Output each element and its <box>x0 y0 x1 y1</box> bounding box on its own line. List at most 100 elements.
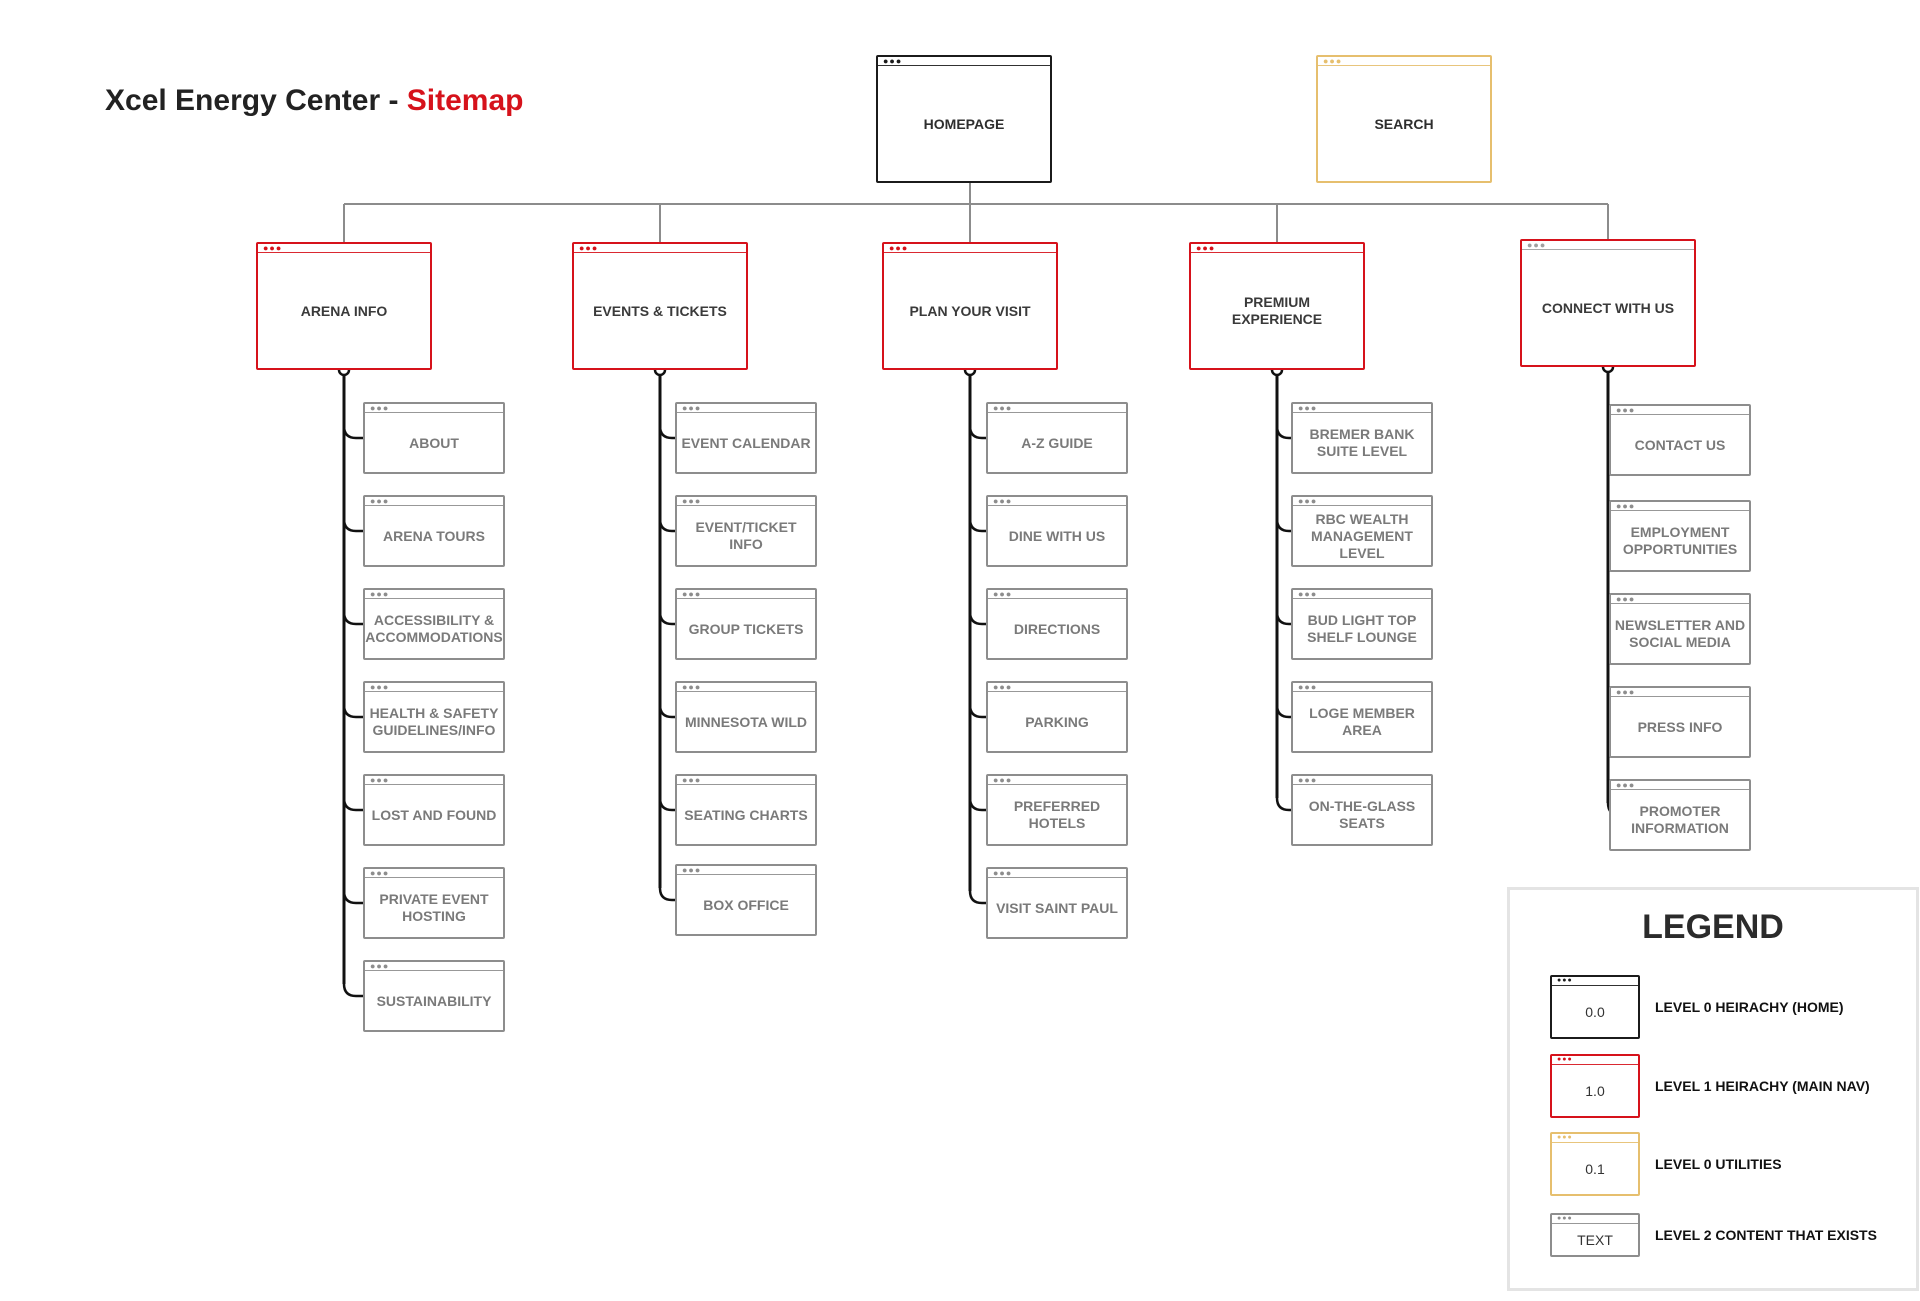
window-dots-icon: ●●● <box>1323 56 1343 66</box>
page-node[interactable]: ●●●ARENA TOURS <box>363 495 505 567</box>
page-node[interactable]: ●●●PRESS INFO <box>1609 686 1751 758</box>
page-node[interactable]: ●●●NEWSLETTER AND SOCIAL MEDIA <box>1609 593 1751 665</box>
title-bar <box>1293 505 1431 506</box>
window-dots-icon: ●●● <box>1557 1056 1573 1063</box>
page-node[interactable]: ●●●DIRECTIONS <box>986 588 1128 660</box>
page-title: Xcel Energy Center - Sitemap <box>105 84 524 118</box>
page-node-label: HEALTH & SAFETY GUIDELINES/INFO <box>369 705 499 738</box>
title-bar <box>1611 414 1749 415</box>
page-node[interactable]: ●●●ABOUT <box>363 402 505 474</box>
nav-node-5-label: CONNECT WITH US <box>1541 299 1675 316</box>
page-node-label: DINE WITH US <box>1008 527 1106 544</box>
page-node[interactable]: ●●●GROUP TICKETS <box>675 588 817 660</box>
title-bar <box>1293 784 1431 785</box>
legend-swatch-label: 0.1 <box>1585 1160 1605 1177</box>
page-node-label: VISIT SAINT PAUL <box>996 899 1118 916</box>
window-dots-icon: ●●● <box>993 775 1013 785</box>
page-node[interactable]: ●●●EVENT CALENDAR <box>675 402 817 474</box>
branch-connector <box>968 518 986 533</box>
page-node-label: SEATING CHARTS <box>684 806 808 823</box>
page-node[interactable]: ●●●PRIVATE EVENT HOSTING <box>363 867 505 939</box>
title-bar <box>1552 1142 1638 1143</box>
title-bar <box>677 598 815 599</box>
window-dots-icon: ●●● <box>370 961 390 971</box>
title-bar <box>258 252 430 253</box>
page-node[interactable]: ●●●LOST AND FOUND <box>363 774 505 846</box>
window-dots-icon: ●●● <box>1196 243 1216 253</box>
legend-text-2: LEVEL 1 HEIRACHY (MAIN NAV) <box>1655 1078 1870 1094</box>
title-bar <box>1293 691 1431 692</box>
page-node[interactable]: ●●●LOGE MEMBER AREA <box>1291 681 1433 753</box>
nav-node-5[interactable]: ●●● CONNECT WITH US <box>1520 239 1696 367</box>
branch-connector <box>1275 797 1291 812</box>
page-node-label: ARENA TOURS <box>383 527 485 544</box>
search-node[interactable]: ●●● SEARCH <box>1316 55 1492 183</box>
window-dots-icon: ●●● <box>1527 240 1547 250</box>
page-node[interactable]: ●●●EVENT/TICKET INFO <box>675 495 817 567</box>
window-dots-icon: ●●● <box>1616 501 1636 511</box>
title-bar <box>677 412 815 413</box>
page-node[interactable]: ●●●BREMER BANK SUITE LEVEL <box>1291 402 1433 474</box>
window-dots-icon: ●●● <box>883 56 903 66</box>
page-node[interactable]: ●●● DINE WITH US <box>986 495 1128 567</box>
page-node[interactable]: ●●●PARKING <box>986 681 1128 753</box>
title-bar <box>878 65 1050 66</box>
page-node[interactable]: ●●● SEATING CHARTS <box>675 774 817 846</box>
page-node[interactable]: ●●●ACCESSIBILITY & ACCOMMODATIONS <box>363 588 505 660</box>
page-node-label: LOGE MEMBER AREA <box>1309 705 1415 738</box>
branch-connector <box>968 611 986 626</box>
legend-title: LEGEND <box>1642 908 1784 946</box>
page-node[interactable]: ●●●BOX OFFICE <box>675 864 817 936</box>
page-node[interactable]: ●●●CONTACT US <box>1609 404 1751 476</box>
page-node[interactable]: ●●●PROMOTER INFORMATION <box>1609 779 1751 851</box>
window-dots-icon: ●●● <box>682 865 702 875</box>
page-node-label: BUD LIGHT TOP SHELF LOUNGE <box>1307 612 1417 645</box>
window-dots-icon: ●●● <box>1557 1215 1573 1222</box>
page-node[interactable]: ●●●HEALTH & SAFETY GUIDELINES/INFO <box>363 681 505 753</box>
page-node[interactable]: ●●●VISIT SAINT PAUL <box>986 867 1128 939</box>
title-bar <box>677 505 815 506</box>
title-bar <box>1611 789 1749 790</box>
nav-node-4[interactable]: ●●● PREMIUM EXPERIENCE <box>1189 242 1365 370</box>
title-bar <box>988 691 1126 692</box>
title-bar <box>365 877 503 878</box>
page-node-label: SUSTAINABILITY <box>376 992 492 1009</box>
title-bar <box>988 784 1126 785</box>
window-dots-icon: ●●● <box>1616 405 1636 415</box>
page-node[interactable]: ●●●ON-THE-GLASS SEATS <box>1291 774 1433 846</box>
title-bar <box>1552 985 1638 986</box>
window-dots-icon: ●●● <box>682 775 702 785</box>
nav-node-4-label: PREMIUM EXPERIENCE <box>1231 294 1323 327</box>
branch-connector <box>658 704 675 719</box>
window-dots-icon: ●●● <box>1557 977 1573 984</box>
nav-node-2[interactable]: ●●●EVENTS & TICKETS <box>572 242 748 370</box>
window-dots-icon: ●●● <box>993 682 1013 692</box>
window-dots-icon: ●●● <box>993 496 1013 506</box>
page-node-label: PRIVATE EVENT HOSTING <box>379 891 489 924</box>
page-node-label: ON-THE-GLASS SEATS <box>1308 798 1416 831</box>
branch-connector <box>658 425 675 440</box>
page-node[interactable]: ●●●EMPLOYMENT OPPORTUNITIES <box>1609 500 1751 572</box>
window-dots-icon: ●●● <box>993 589 1013 599</box>
nav-node-3[interactable]: ●●●PLAN YOUR VISIT <box>882 242 1058 370</box>
branch-connector <box>1275 704 1291 719</box>
window-dots-icon: ●●● <box>370 589 390 599</box>
page-node[interactable]: ●●● SUSTAINABILITY <box>363 960 505 1032</box>
homepage-node[interactable]: ●●● HOMEPAGE <box>876 55 1052 183</box>
title-bar <box>1293 598 1431 599</box>
branch-connector <box>968 425 986 440</box>
nav-node-1[interactable]: ●●●ARENA INFO <box>256 242 432 370</box>
title-bar <box>1552 1223 1638 1224</box>
page-node[interactable]: ●●●PREFERRED HOTELS <box>986 774 1128 846</box>
title-bar <box>1611 603 1749 604</box>
page-node[interactable]: ●●●RBC WEALTH MANAGEMENT LEVEL <box>1291 495 1433 567</box>
page-node[interactable]: ●●●A-Z GUIDE <box>986 402 1128 474</box>
legend-swatch-1: ●●●0.0 <box>1550 975 1640 1039</box>
branch-connector <box>658 797 675 812</box>
title-bar <box>988 505 1126 506</box>
page-node[interactable]: ●●●BUD LIGHT TOP SHELF LOUNGE <box>1291 588 1433 660</box>
legend-text-3: LEVEL 0 UTILITIES <box>1655 1156 1782 1172</box>
page-node[interactable]: ●●●MINNESOTA WILD <box>675 681 817 753</box>
page-node-label: GROUP TICKETS <box>688 620 804 637</box>
